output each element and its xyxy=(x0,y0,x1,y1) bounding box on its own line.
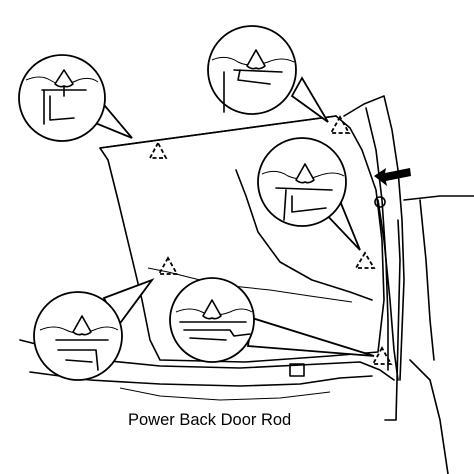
body-side-line xyxy=(419,199,435,361)
power-back-door-rod-label: Power Back Door Rod xyxy=(128,411,292,429)
arrow-left-icon xyxy=(374,168,411,186)
callout-pointer-2 xyxy=(290,76,329,123)
rod-ball-joint xyxy=(374,196,386,208)
trim-panel-outline xyxy=(99,115,385,363)
clip-icon xyxy=(39,315,119,371)
clip-marker-2 xyxy=(329,115,351,134)
callout-pointer-5 xyxy=(246,316,375,357)
clip-icon xyxy=(25,69,99,125)
clip-icon xyxy=(261,163,345,221)
body-lower-right xyxy=(409,359,449,474)
clip-icon xyxy=(175,299,253,341)
callout-circle-1 xyxy=(18,54,106,142)
rod-leader-line xyxy=(384,219,401,421)
door-pillar xyxy=(343,95,405,381)
clip-marker-1 xyxy=(148,141,168,159)
callout-circle-4 xyxy=(33,291,123,381)
clip-marker-5 xyxy=(371,346,393,365)
callout-circle-5 xyxy=(169,277,255,363)
rod-upper xyxy=(377,199,399,381)
latch-box xyxy=(289,363,305,377)
lower-body-2 xyxy=(29,371,373,387)
trim-panel-inner-edge xyxy=(235,169,373,301)
clip-marker-3 xyxy=(354,251,376,269)
clip-marker-4 xyxy=(157,256,179,275)
bumper-line xyxy=(119,387,331,401)
body-edge-right xyxy=(403,195,474,201)
door-pillar-inner xyxy=(365,107,389,371)
trim-panel-top-edge xyxy=(99,115,337,149)
clip-icon xyxy=(211,49,295,113)
